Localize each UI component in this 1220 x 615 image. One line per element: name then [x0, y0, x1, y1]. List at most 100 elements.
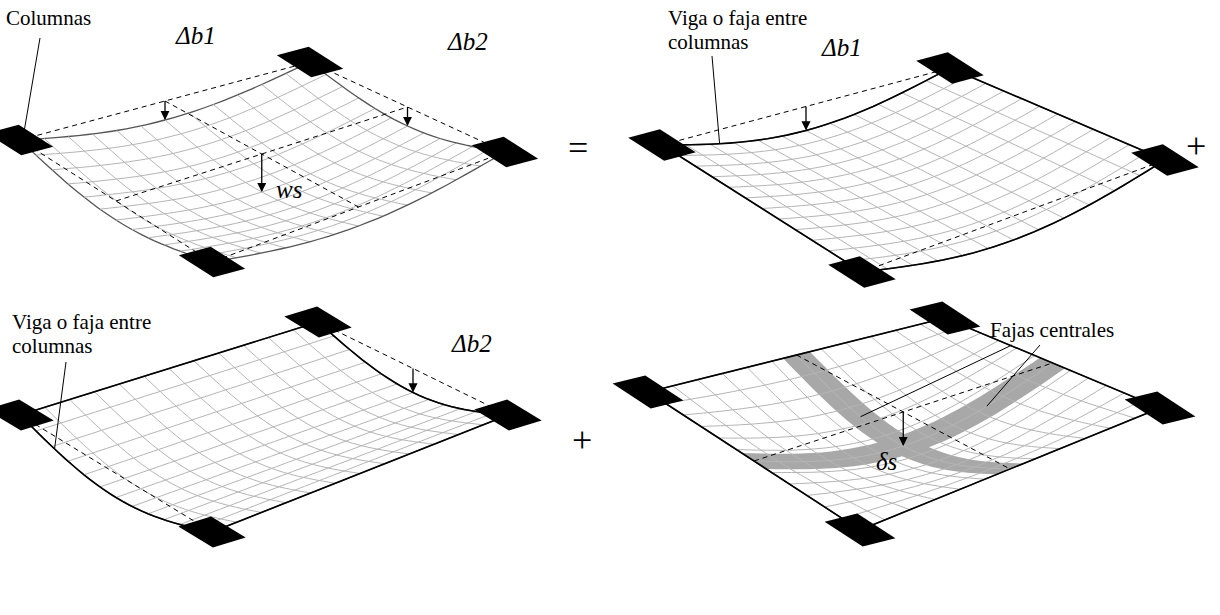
operator-sign: +	[1186, 126, 1206, 167]
reference-line	[318, 322, 508, 415]
reference-line	[797, 355, 1011, 469]
mesh-line	[116, 126, 408, 220]
deflection-symbol: δs	[876, 448, 897, 477]
column	[0, 125, 53, 156]
mesh-line	[20, 62, 310, 140]
column	[284, 306, 351, 337]
column	[916, 52, 984, 83]
mesh-line	[842, 401, 1142, 519]
mesh-line	[286, 73, 481, 166]
reference-line	[20, 62, 310, 140]
mesh-line	[902, 93, 1115, 191]
part-label: Viga o faja entre columnas	[12, 310, 212, 358]
mesh-line	[93, 134, 286, 248]
mesh-line	[52, 87, 343, 170]
operator-sign: =	[568, 128, 588, 169]
column	[613, 376, 684, 409]
deflection-arrow	[412, 369, 413, 392]
deflection-arrow	[261, 154, 262, 191]
column	[0, 399, 54, 430]
mesh-line	[812, 137, 1111, 240]
reference-line	[165, 101, 359, 207]
mesh-line	[772, 371, 1071, 473]
mesh-line	[673, 386, 885, 520]
deflection-symbol: Δb1	[176, 22, 216, 51]
mesh-line	[779, 122, 1076, 219]
leader-line	[987, 345, 1040, 406]
leader-line	[55, 362, 66, 449]
plate-edge	[648, 318, 1160, 530]
reference-line	[862, 160, 1165, 272]
mesh-line	[132, 399, 429, 506]
column	[472, 137, 538, 168]
deflected-edge	[318, 322, 508, 415]
mesh-line	[862, 160, 1165, 272]
mesh-line	[196, 414, 492, 529]
reference-line	[20, 415, 212, 532]
mesh-line	[662, 68, 950, 145]
plate-edge	[662, 145, 862, 272]
part-label: Columnas	[6, 6, 91, 30]
part-label: Fajas centrales	[990, 318, 1114, 342]
deflection-symbol: Δb2	[452, 330, 492, 359]
operator-sign: +	[572, 420, 592, 461]
reference-line	[754, 363, 1053, 461]
leader-line	[712, 56, 720, 144]
mesh-line	[117, 131, 310, 242]
leader-line	[24, 38, 40, 132]
reference-line	[116, 107, 408, 201]
mesh-line	[695, 83, 986, 166]
deflection-arrow	[164, 101, 165, 119]
reference-line	[662, 68, 950, 145]
mesh-line	[164, 143, 456, 245]
deflection-arrow	[805, 107, 806, 130]
column	[179, 247, 245, 278]
reference-line	[310, 62, 505, 152]
mesh-line	[926, 81, 1140, 176]
column	[910, 302, 981, 335]
mesh-line	[196, 149, 489, 256]
mesh-line	[854, 115, 1064, 219]
mesh-line	[829, 145, 1129, 251]
mesh-line	[795, 129, 1093, 229]
mesh-line	[189, 113, 383, 216]
mesh-line	[318, 322, 508, 415]
column	[825, 514, 896, 547]
deflected-edge	[20, 415, 212, 532]
mesh-line	[950, 68, 1165, 160]
deflected-edge	[862, 160, 1165, 272]
mesh-line	[310, 62, 505, 152]
mesh-line	[68, 98, 359, 184]
column	[1125, 392, 1196, 425]
column	[178, 516, 245, 547]
mesh-line	[180, 147, 473, 252]
deflection-arrow	[407, 107, 408, 125]
mesh-line	[789, 378, 1088, 484]
plate-edge	[950, 68, 1165, 160]
deflection-arrow	[903, 412, 904, 445]
mesh-line	[141, 126, 334, 235]
mesh-line	[148, 405, 445, 514]
plate-edge	[212, 415, 508, 532]
deflected-edge	[662, 68, 950, 145]
column	[828, 256, 896, 287]
mesh-line	[165, 120, 359, 226]
mesh-line	[212, 415, 508, 532]
mesh-line	[845, 152, 1147, 261]
deflection-symbol: Δb1	[822, 34, 862, 63]
column	[628, 129, 696, 160]
deflection-symbol: ws	[276, 176, 302, 205]
mesh-line	[164, 409, 461, 520]
mesh-line	[701, 341, 999, 427]
column	[474, 399, 541, 430]
mesh-line	[100, 118, 391, 209]
column	[277, 47, 343, 78]
mesh-line	[878, 104, 1089, 205]
mesh-line	[268, 338, 458, 435]
deflection-symbol: Δb2	[448, 28, 488, 57]
mesh-line	[712, 91, 1004, 177]
leader-line	[861, 345, 1012, 417]
mesh-line	[213, 105, 407, 206]
mesh-line	[180, 412, 476, 525]
